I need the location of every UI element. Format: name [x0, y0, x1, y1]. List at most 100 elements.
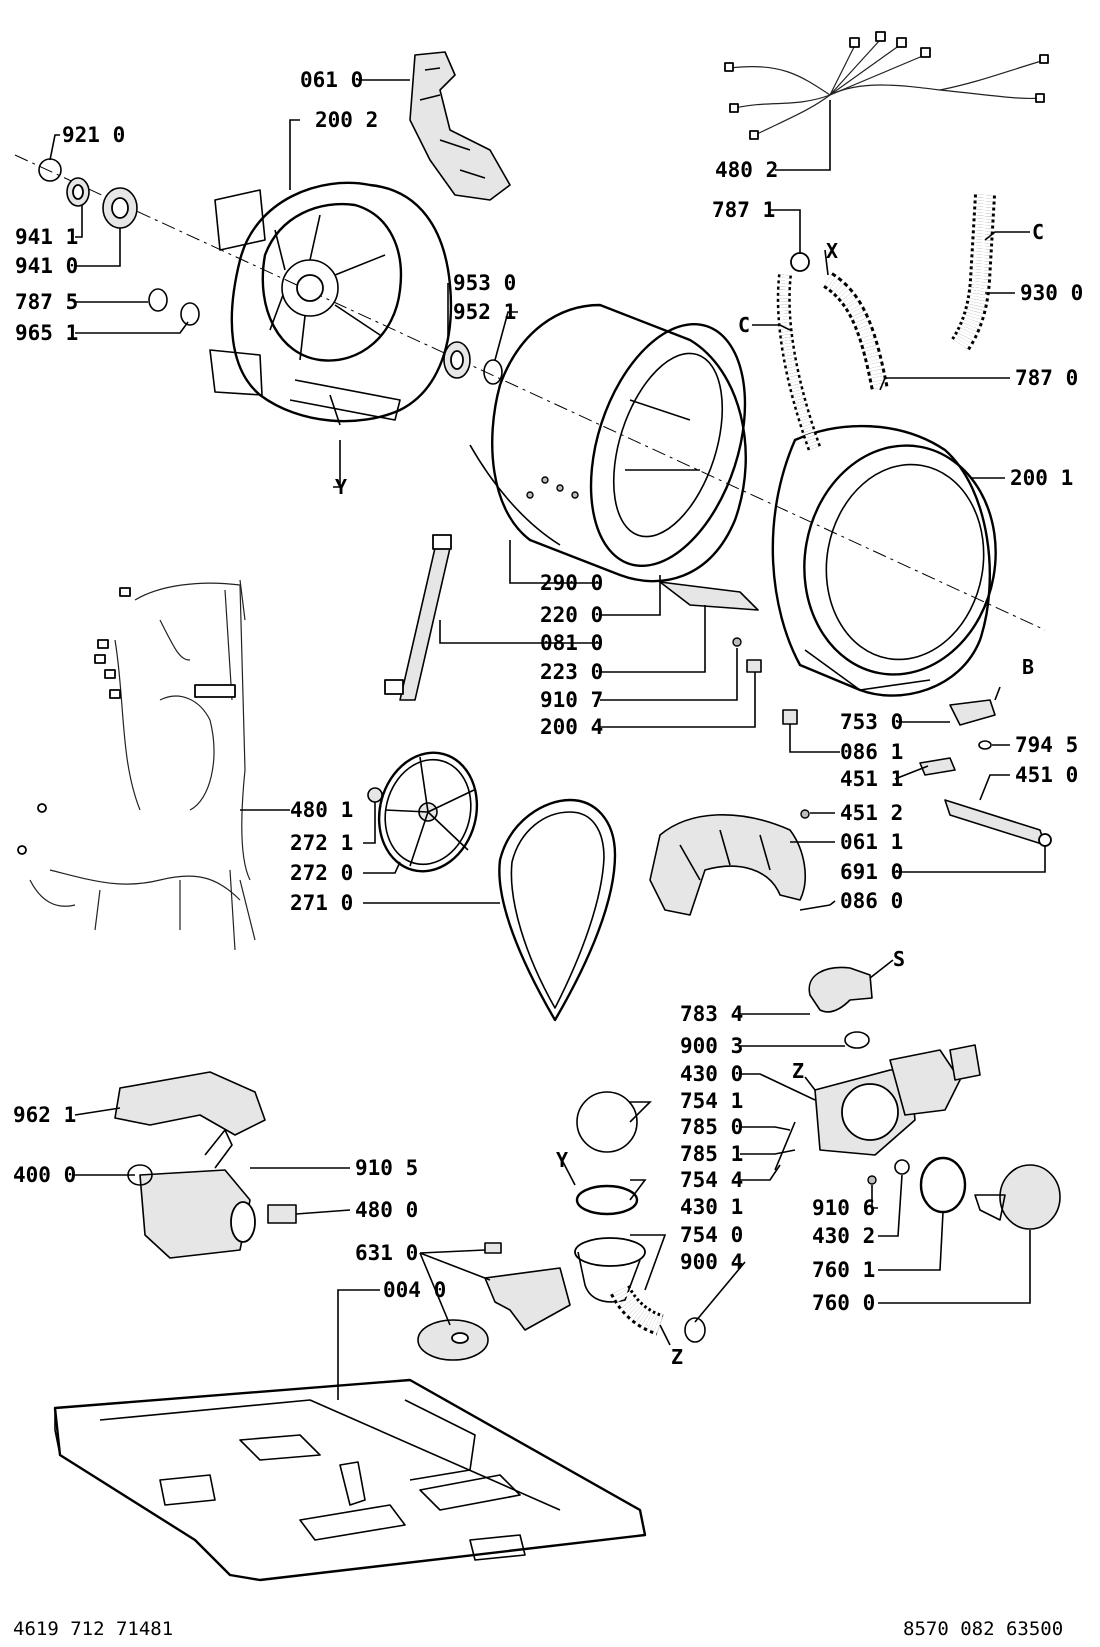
label-086-1: 086 1: [840, 740, 903, 764]
label-y-bottom: Y: [556, 1148, 568, 1172]
drum-lifter: [659, 581, 759, 611]
drum-pulley: [377, 751, 479, 873]
circlip-921: [38, 158, 62, 182]
rear-tub-half: [209, 181, 453, 426]
label-200-2: 200 2: [315, 108, 378, 132]
label-430-2: 430 2: [812, 1224, 875, 1248]
label-962-1: 962 1: [13, 1103, 76, 1127]
drum: [491, 303, 747, 583]
label-753-0: 753 0: [840, 710, 903, 734]
hose-c-right: [950, 194, 996, 352]
filter-gasket-760-1: [919, 1156, 967, 1214]
front-counterweight: [649, 814, 806, 916]
label-430-0: 430 0: [680, 1062, 743, 1086]
label-272-1: 272 1: [290, 831, 353, 855]
label-760-1: 760 1: [812, 1258, 875, 1282]
label-910-5: 910 5: [355, 1156, 418, 1180]
seal-952-1: [483, 359, 503, 385]
clips-631: [417, 1242, 571, 1361]
label-290-0: 290 0: [540, 571, 603, 595]
clip-200-4: [746, 659, 762, 673]
label-900-3: 900 3: [680, 1034, 743, 1058]
rear-counterweight: [409, 51, 511, 201]
shock-absorber: [384, 534, 452, 701]
label-c-right: C: [1032, 220, 1044, 244]
label-910-6: 910 6: [812, 1196, 875, 1220]
leader-lines: [49, 79, 1046, 1400]
hose-c-left: [776, 274, 822, 453]
label-z-top: Z: [792, 1059, 804, 1083]
label-086-0: 086 0: [840, 889, 903, 913]
part-labels: 061 0 200 2 921 0 941 1 941 0 787 5 965 …: [13, 68, 1083, 1369]
label-910-7: 910 7: [540, 688, 603, 712]
label-200-4: 200 4: [540, 715, 603, 739]
ntc-sensor-753: [949, 699, 996, 726]
label-451-0: 451 0: [1015, 763, 1078, 787]
filter-cover-754-1: [576, 1091, 638, 1153]
label-s: S: [893, 947, 905, 971]
label-787-1: 787 1: [712, 198, 775, 222]
bearing-group-rear: [38, 158, 503, 385]
bolt-086-0: [799, 904, 831, 911]
label-900-4: 900 4: [680, 1250, 743, 1274]
label-930-0: 930 0: [1020, 281, 1083, 305]
footer-left-code: 4619 712 71481: [13, 1618, 173, 1640]
seal-965-1: [180, 302, 200, 326]
connector-480-0: [267, 1204, 297, 1224]
drain-pump: [814, 1044, 981, 1156]
motor-400: [127, 1129, 256, 1259]
label-004-0: 004 0: [383, 1278, 446, 1302]
label-754-4: 754 4: [680, 1168, 743, 1192]
drum-back-shield: [469, 444, 561, 546]
clamp-754-4: [575, 1184, 639, 1216]
label-787-5: 787 5: [15, 290, 78, 314]
filter-cap-760-0: [974, 1164, 1061, 1230]
oring-794-5: [978, 740, 992, 750]
label-952-1: 952 1: [453, 300, 516, 324]
clamp-787-1: [790, 252, 810, 272]
clip-451-1: [919, 757, 956, 776]
label-787-0: 787 0: [1015, 366, 1078, 390]
label-754-1: 754 1: [680, 1089, 743, 1113]
label-760-0: 760 0: [812, 1291, 875, 1315]
clamp-787-5: [148, 288, 168, 312]
label-691-0: 691 0: [840, 860, 903, 884]
filter-housing-754-0: [574, 1237, 664, 1336]
label-953-0: 953 0: [453, 271, 516, 295]
label-223-0: 223 0: [540, 660, 603, 684]
label-451-2: 451 2: [840, 801, 903, 825]
label-061-0: 061 0: [300, 68, 363, 92]
label-451-1: 451 1: [840, 767, 903, 791]
label-480-1: 480 1: [290, 798, 353, 822]
label-480-2: 480 2: [715, 158, 778, 182]
label-785-1: 785 1: [680, 1142, 743, 1166]
screw-451-2: [800, 809, 810, 819]
label-c-left: C: [738, 313, 750, 337]
label-271-0: 271 0: [290, 891, 353, 915]
label-754-0: 754 0: [680, 1223, 743, 1247]
label-941-0: 941 0: [15, 254, 78, 278]
drive-belt: [498, 798, 617, 1022]
label-921-0: 921 0: [62, 123, 125, 147]
screw-910-6: [867, 1175, 877, 1185]
motor-cover-962: [114, 1071, 266, 1136]
drum-axis-centerline: [14, 154, 1046, 631]
label-z-bottom: Z: [671, 1345, 683, 1369]
label-941-1: 941 1: [15, 225, 78, 249]
clamp-900-4: [684, 1317, 706, 1343]
label-430-1: 430 1: [680, 1195, 743, 1219]
drain-hose-elbow: [808, 966, 873, 1013]
front-tub-half: [771, 424, 997, 697]
pulley-nut-272-1: [367, 787, 383, 803]
clamp-900-3: [844, 1031, 870, 1049]
wiring-harness-top: [724, 31, 1049, 140]
label-480-0: 480 0: [355, 1198, 418, 1222]
hose-x: [822, 272, 889, 392]
heater-element: [944, 799, 1052, 847]
base-plate: [53, 1378, 647, 1582]
label-220-0: 220 0: [540, 603, 603, 627]
label-061-1: 061 1: [840, 830, 903, 854]
label-400-0: 400 0: [13, 1163, 76, 1187]
label-200-1: 200 1: [1010, 466, 1073, 490]
label-783-4: 783 4: [680, 1002, 743, 1026]
